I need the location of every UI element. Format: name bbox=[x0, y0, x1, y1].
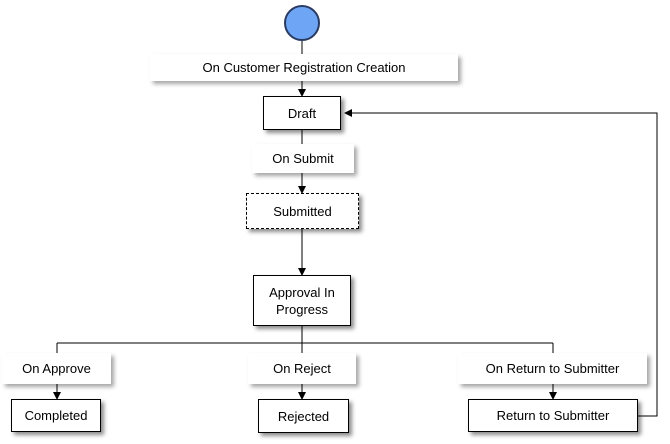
start-node bbox=[284, 5, 320, 41]
transition-on-creation: On Customer Registration Creation bbox=[150, 54, 458, 81]
state-rejected: Rejected bbox=[258, 399, 349, 433]
connector-loop-back bbox=[344, 109, 658, 417]
state-return-to-submitter: Return to Submitter bbox=[468, 399, 638, 432]
transition-on-reject: On Reject bbox=[248, 353, 356, 384]
transition-on-approve: On Approve bbox=[2, 353, 111, 384]
transition-on-submit: On Submit bbox=[252, 144, 354, 173]
transition-on-return: On Return to Submitter bbox=[458, 353, 647, 384]
state-approval-in-progress: Approval In Progress bbox=[253, 275, 351, 326]
state-completed: Completed bbox=[11, 399, 101, 432]
state-draft: Draft bbox=[263, 96, 341, 130]
state-submitted: Submitted bbox=[246, 193, 359, 229]
